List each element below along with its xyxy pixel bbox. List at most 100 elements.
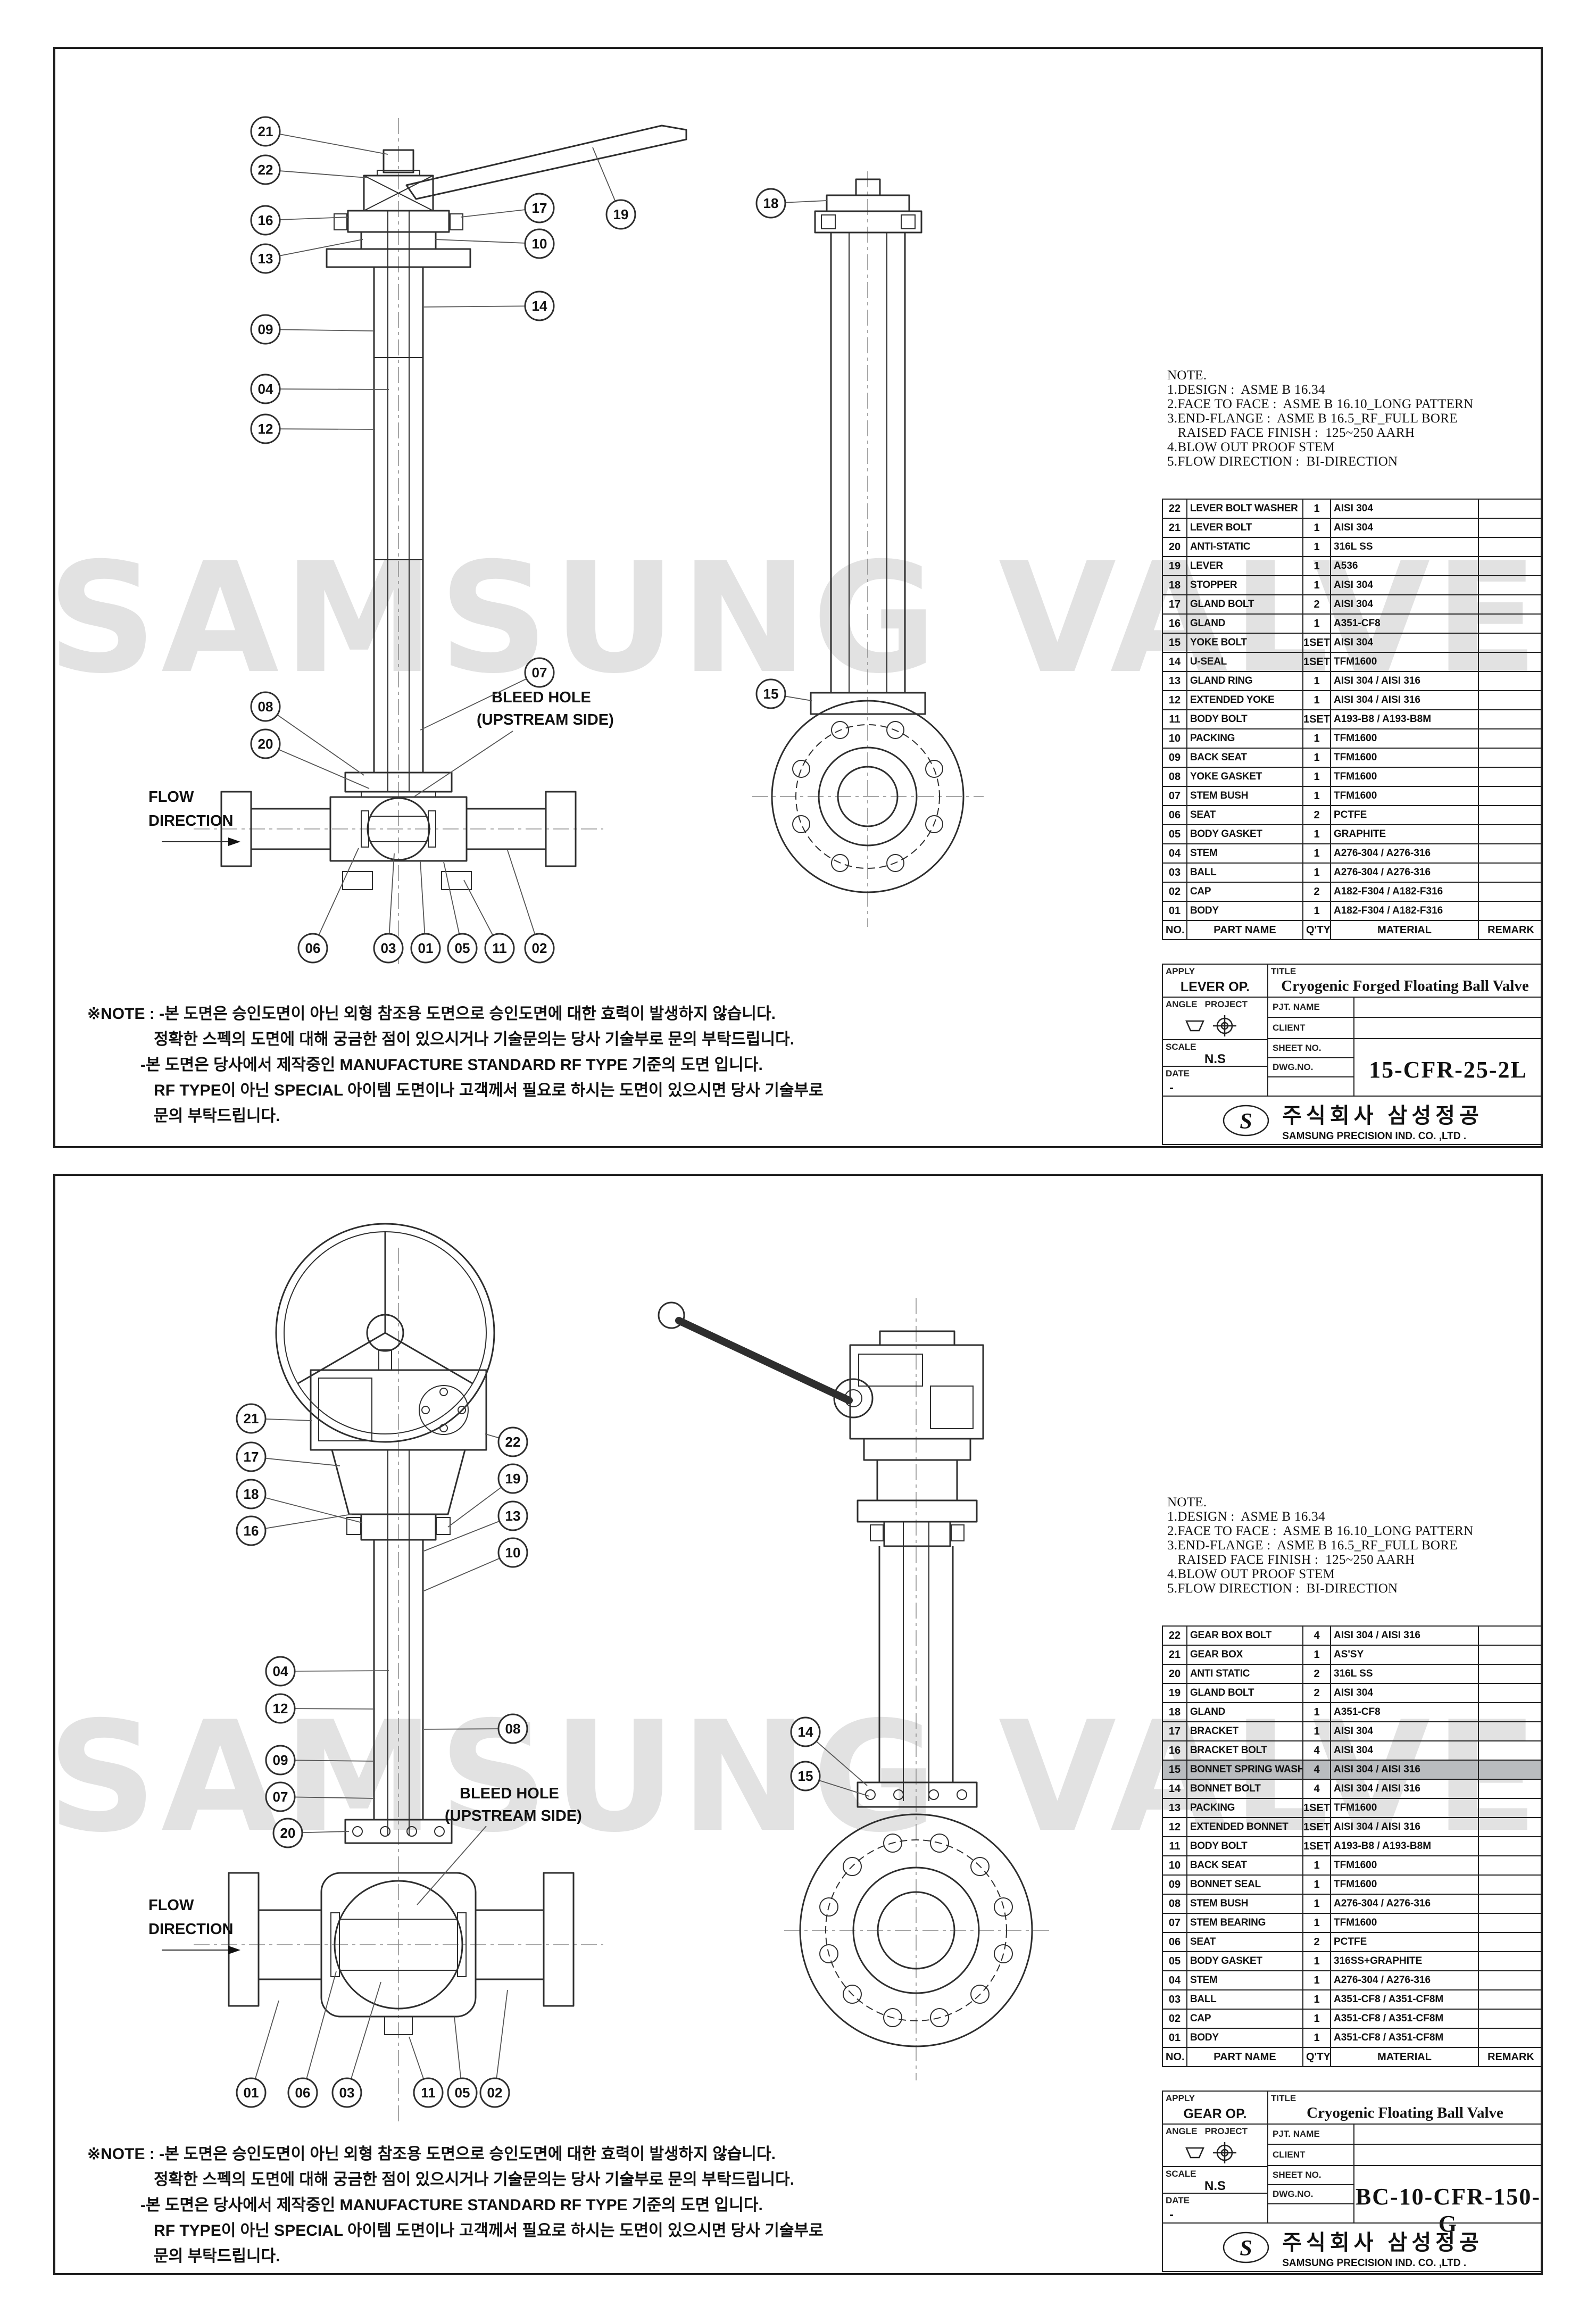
svg-text:20: 20: [280, 1825, 296, 1841]
part-name: STEM BEARING: [1186, 1913, 1303, 1933]
date-label: DATE: [1166, 1068, 1190, 1079]
part-name: PACKING: [1186, 728, 1303, 749]
parts-table-row: 12 EXTENDED BONNET 1SET AISI 304 / AISI …: [1162, 1817, 1541, 1837]
sheet-no-cell: SHEET NO.: [1267, 2165, 1354, 2185]
callout-balloon: 07: [524, 657, 555, 688]
drawing-title: Cryogenic Forged Floating Ball Valve: [1281, 977, 1529, 994]
parts-table-row: 10 PACKING 1 TFM1600: [1162, 728, 1541, 749]
company-name-en: SAMSUNG PRECISION IND. CO. ,LTD .: [1282, 2258, 1467, 2269]
callout-balloon: 17: [236, 1441, 267, 1472]
angle-project-label: ANGLE PROJECT: [1166, 999, 1248, 1009]
part-material: 316L SS: [1330, 537, 1479, 557]
svg-text:08: 08: [505, 1721, 521, 1737]
parts-table-row: 18 GLAND 1 A351-CF8: [1162, 1702, 1541, 1722]
pjt-name-label: PJT. NAME: [1273, 1002, 1320, 1012]
part-remark: [1478, 1702, 1541, 1722]
svg-text:02: 02: [532, 940, 547, 956]
part-material: AISI 304: [1330, 575, 1479, 595]
dwg-number-cell: 15-CFR-25-2L: [1353, 1038, 1541, 1097]
part-no: 11: [1162, 709, 1187, 729]
apply-label: APPLY: [1166, 2093, 1195, 2103]
note-line: 4.BLOW OUT PROOF STEM: [1167, 440, 1335, 454]
part-no: 18: [1162, 575, 1187, 595]
extended-yoke-group: [344, 211, 453, 798]
lever-group: [363, 125, 687, 212]
note-line: 3.END-FLANGE : ASME B 16.5_RF_FULL BORE: [1167, 411, 1458, 426]
part-qty: 1: [1302, 901, 1331, 921]
callout-balloon: 10: [524, 228, 555, 259]
part-qty: 2: [1302, 594, 1331, 615]
bracket-group: [857, 1460, 978, 1523]
part-no: 13: [1162, 1798, 1187, 1818]
svg-text:16: 16: [258, 212, 273, 228]
callout-balloon: 03: [331, 2077, 362, 2108]
part-remark: [1478, 499, 1541, 519]
part-material: A276-304 / A276-316: [1330, 1970, 1479, 1990]
client-cell: CLIENT: [1267, 2144, 1354, 2166]
header-qty: Q'TY: [1302, 2047, 1331, 2067]
svg-text:13: 13: [505, 1508, 521, 1524]
callout-balloon: 19: [497, 1463, 528, 1494]
extended-bonnet-group: [344, 1450, 453, 1844]
part-qty: 1: [1302, 1970, 1331, 1990]
part-material: TFM1600: [1330, 767, 1479, 787]
part-material: TFM1600: [1330, 748, 1479, 768]
part-name: BONNET SPRING WASHER: [1186, 1760, 1303, 1780]
korean-note-line: RF TYPE이 아닌 SPECIAL 아이템 도면이나 고객께서 필요로 하시…: [87, 1082, 824, 1099]
part-remark: [1478, 1798, 1541, 1818]
parts-table-row: 02 CAP 1 A351-CF8 / A351-CF8M: [1162, 2009, 1541, 2029]
bonnet-tube-group: [857, 1522, 978, 1808]
korean-note-line: 정확한 스펙의 도면에 대해 궁금한 점이 있으시거나 기술문의는 당사 기술부…: [87, 1031, 795, 1048]
drawing-sheet-lever-valve: SAMSUNG VALVE: [53, 47, 1543, 1148]
svg-text:21: 21: [244, 1411, 259, 1426]
company-logo-block: S 주식회사 삼성정공 SAMSUNG PRECISION IND. CO. ,…: [1162, 2222, 1541, 2272]
part-material: A193-B8 / A193-B8M: [1330, 709, 1479, 729]
part-material: PCTFE: [1330, 805, 1479, 825]
part-qty: 1: [1302, 613, 1331, 634]
ball: [334, 1880, 463, 2010]
company-name-kr: 주식회사 삼성정공: [1282, 2231, 1483, 2254]
parts-table-row: 10 BACK SEAT 1 TFM1600: [1162, 1855, 1541, 1876]
parts-table-row: 17 GLAND BOLT 2 AISI 304: [1162, 594, 1541, 615]
part-qty: 4: [1302, 1779, 1331, 1799]
callout-balloon: 04: [265, 1656, 296, 1687]
part-no: 04: [1162, 843, 1187, 864]
part-qty: 1: [1302, 1721, 1331, 1741]
part-qty: 1SET: [1302, 1798, 1331, 1818]
part-qty: 1: [1302, 1874, 1331, 1895]
callout-balloon: 19: [605, 199, 636, 230]
part-qty: 2: [1302, 1683, 1331, 1703]
parts-table-header: NO. PART NAME Q'TY MATERIAL REMARK: [1162, 2047, 1541, 2067]
part-qty: 1SET: [1302, 1836, 1331, 1856]
part-material: AISI 304: [1330, 1740, 1479, 1761]
callout-balloon: 07: [265, 1781, 296, 1812]
apply-cell: APPLY LEVER OP.: [1162, 964, 1268, 998]
note-line: 2.FACE TO FACE : ASME B 16.10_LONG PATTE…: [1167, 1524, 1474, 1538]
part-name: ANTI STATIC: [1186, 1664, 1303, 1684]
callout-balloon: 18: [236, 1479, 267, 1509]
callout-balloon: 12: [265, 1693, 296, 1724]
parts-table-row: 04 STEM 1 A276-304 / A276-316: [1162, 1970, 1541, 1990]
callout-balloon: 15: [755, 678, 786, 709]
part-name: CAP: [1186, 2009, 1303, 2029]
parts-table-row: 20 ANTI STATIC 2 316L SS: [1162, 1664, 1541, 1684]
part-remark: [1478, 2028, 1541, 2048]
part-name: BODY BOLT: [1186, 709, 1303, 729]
angle-project-label: ANGLE PROJECT: [1166, 2126, 1248, 2136]
parts-table-row: 09 BONNET SEAL 1 TFM1600: [1162, 1874, 1541, 1895]
callout-balloon: 17: [524, 193, 555, 223]
part-name: ANTI-STATIC: [1186, 537, 1303, 557]
part-remark: [1478, 1970, 1541, 1990]
parts-table-row: 01 BODY 1 A182-F304 / A182-F316: [1162, 901, 1541, 921]
pjt-name-label: PJT. NAME: [1273, 2129, 1320, 2139]
empty-cell: [1267, 1076, 1354, 1097]
svg-text:18: 18: [244, 1486, 259, 1502]
part-name: BONNET BOLT: [1186, 1779, 1303, 1799]
part-name: GLAND BOLT: [1186, 594, 1303, 615]
part-name: STEM BUSH: [1186, 1894, 1303, 1914]
part-material: A276-304 / A276-316: [1330, 1894, 1479, 1914]
part-remark: [1478, 882, 1541, 902]
part-qty: 1: [1302, 824, 1331, 844]
client-label: CLIENT: [1273, 2150, 1306, 2160]
header-no: NO.: [1162, 920, 1187, 940]
